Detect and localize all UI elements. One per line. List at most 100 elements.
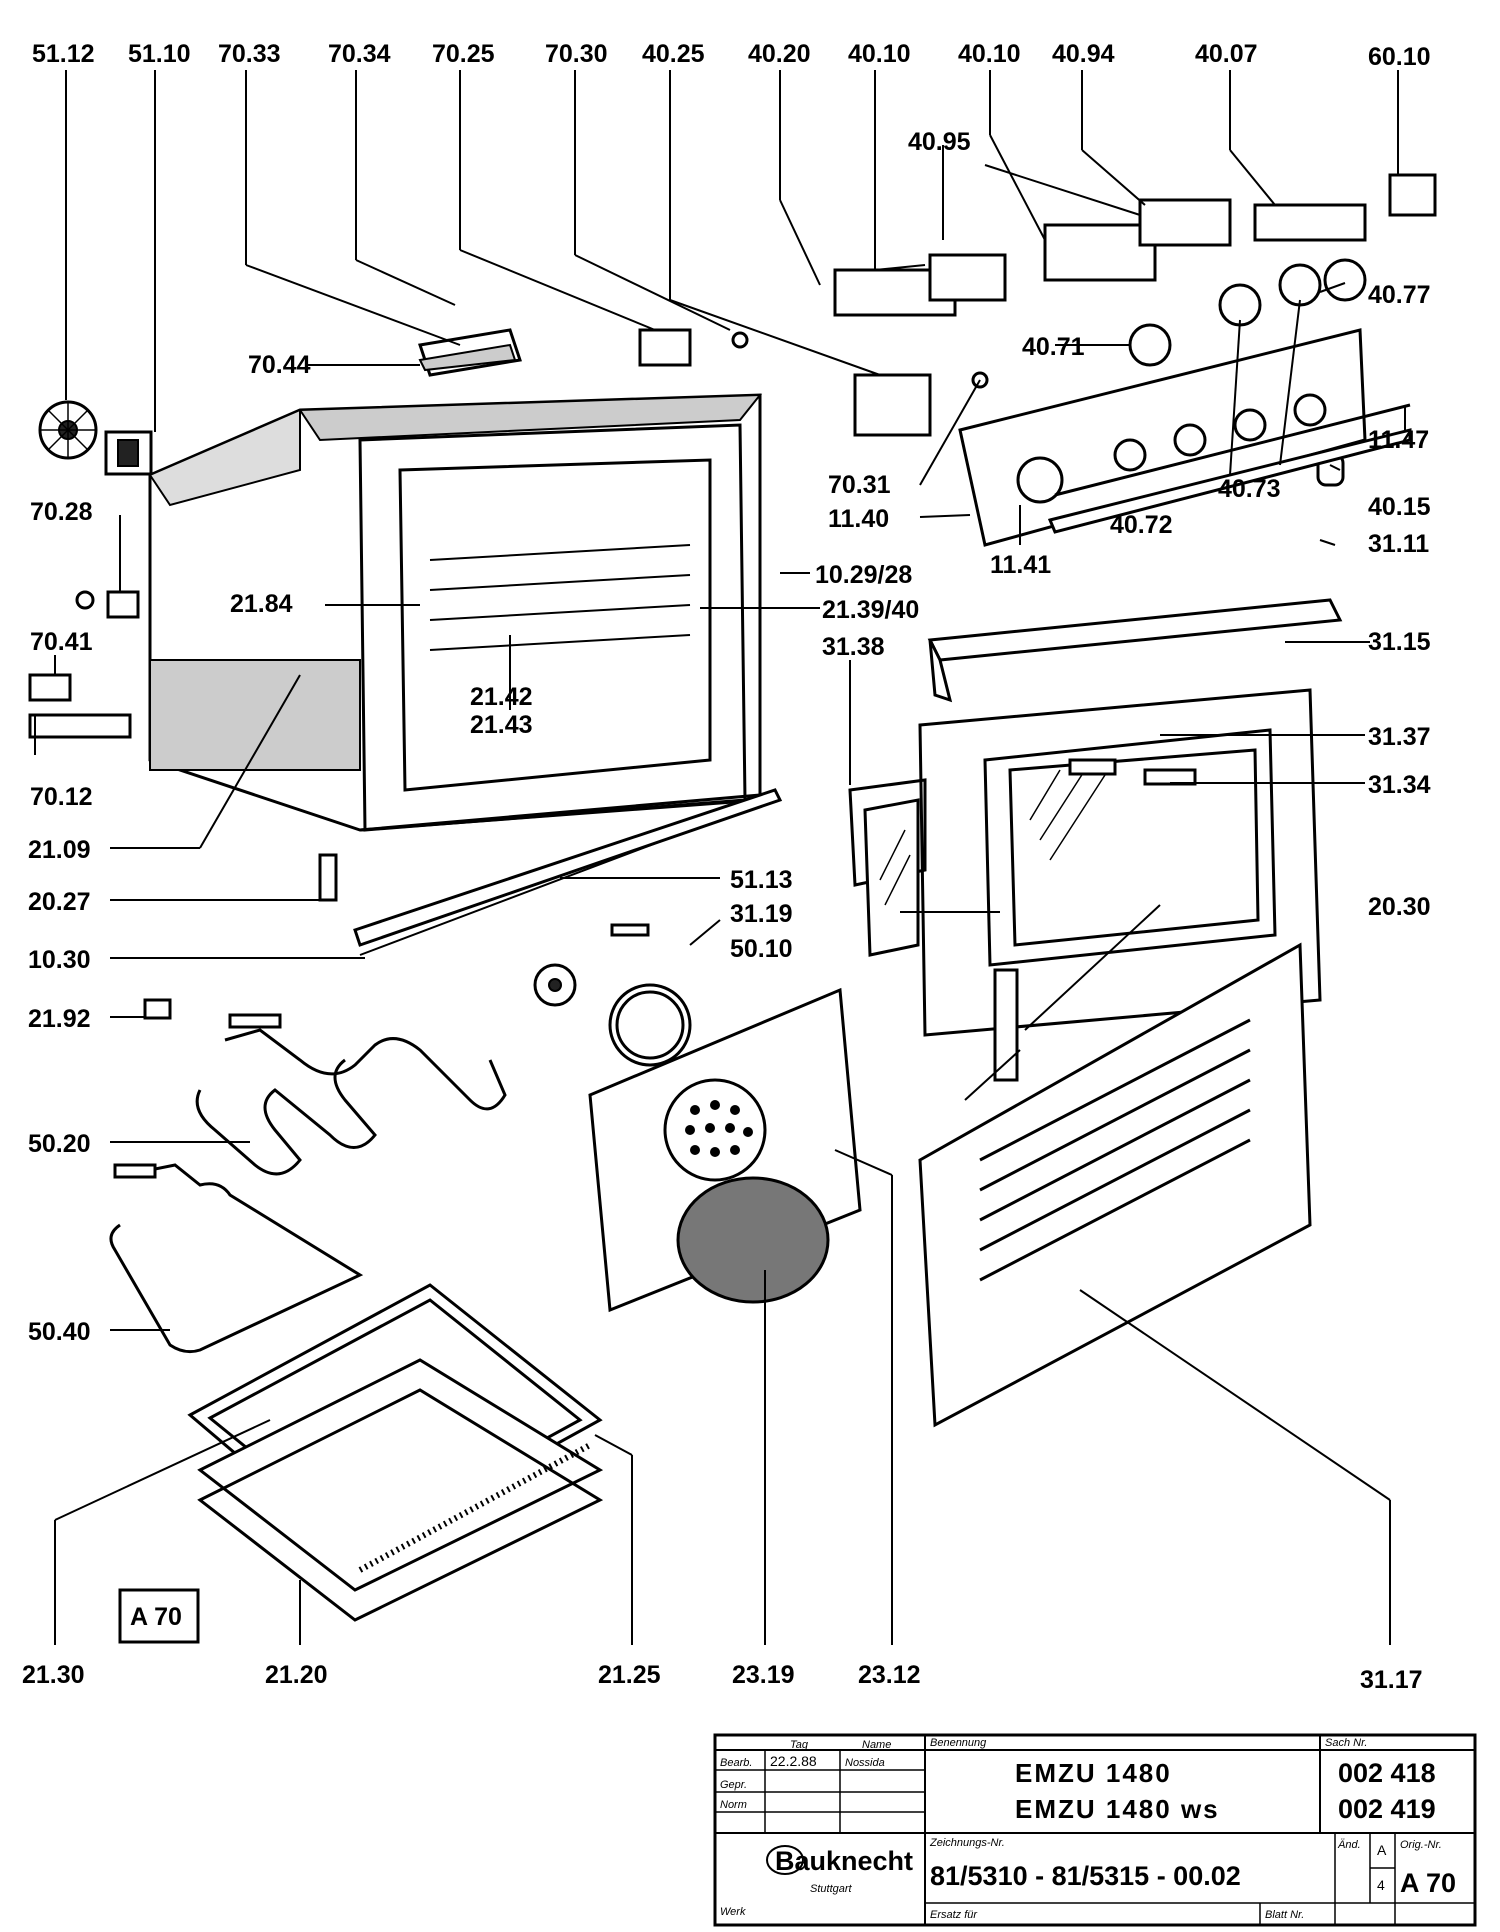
label-40-95: 40.95: [908, 128, 971, 156]
label-70-44: 70.44: [248, 351, 311, 379]
label-11-41: 11.41: [990, 551, 1051, 579]
fan-motor-part: [104, 430, 153, 476]
tb-ersatz-label: Ersatz für: [930, 1909, 978, 1921]
tb-row-gepr: Gepr.: [720, 1779, 747, 1791]
label-21-84: 21.84: [230, 590, 293, 618]
label-51-13: 51.13: [730, 866, 793, 894]
label-51-12: 51.12: [32, 40, 95, 68]
label-31-17: 31.17: [1360, 1666, 1423, 1694]
small-left-parts: [28, 590, 172, 1020]
label-21-09: 21.09: [28, 836, 91, 864]
tb-werk-label: Werk: [720, 1906, 746, 1918]
tb-model-2: EMZU 1480 ws: [1015, 1794, 1220, 1824]
tb-benennung-label: Benennung: [930, 1737, 987, 1749]
label-70-28: 70.28: [30, 498, 93, 526]
label-40-94: 40.94: [1052, 40, 1115, 68]
label-11-47: 11.47: [1368, 426, 1429, 454]
label-50-40: 50.40: [28, 1318, 91, 1346]
tb-zeichnung: 81/5310 - 81/5315 - 00.02: [930, 1861, 1241, 1891]
title-block: Tag Name Bearb. Gepr. Norm 22.2.88 Nossi…: [713, 1733, 1477, 1927]
label-31-34: 31.34: [1368, 771, 1431, 799]
label-10-30: 10.30: [28, 946, 91, 974]
label-40-15: 40.15: [1368, 493, 1431, 521]
label-70-25: 70.25: [432, 40, 495, 68]
label-21-43: 21.43: [470, 711, 533, 739]
label-31-38: 31.38: [822, 633, 885, 661]
label-31-11: 31.11: [1368, 530, 1429, 558]
fan-and-ring-element: [533, 923, 692, 1067]
label-50-20: 50.20: [28, 1130, 91, 1158]
leader-lines: [34, 70, 1406, 1645]
oven-cavity-part: [148, 393, 783, 956]
tb-blatt-label: Blatt Nr.: [1265, 1909, 1304, 1921]
label-40-77: 40.77: [1368, 281, 1431, 309]
tb-row-bearb: Bearb.: [720, 1757, 752, 1769]
label-20-30: 20.30: [1368, 893, 1431, 921]
label-31-19: 31.19: [730, 900, 793, 928]
tb-sach-1: 002 418: [1338, 1758, 1436, 1788]
tb-model-1: EMZU 1480: [1015, 1758, 1172, 1788]
label-70-33: 70.33: [218, 40, 281, 68]
tb-aend-2: 4: [1377, 1877, 1385, 1893]
tb-orig-label: Orig.-Nr.: [1400, 1839, 1442, 1851]
label-70-34: 70.34: [328, 40, 391, 68]
part-labels: 51.12 51.10 70.33 70.34 70.25 70.30 40.2…: [22, 40, 1431, 1694]
door-top-strip: [927, 598, 1343, 703]
label-23-19: 23.19: [732, 1661, 795, 1689]
label-51-10: 51.10: [128, 40, 191, 68]
label-21-42: 21.42: [470, 683, 533, 711]
label-40-73: 40.73: [1218, 475, 1281, 503]
tb-col-tag: Tag: [790, 1739, 809, 1751]
switch-blocks: [833, 173, 1437, 317]
tb-name: Nossida: [845, 1757, 885, 1769]
top-components: [418, 328, 989, 437]
label-21-20: 21.20: [265, 1661, 328, 1689]
tb-sach-2: 002 419: [1338, 1794, 1436, 1824]
label-70-30: 70.30: [545, 40, 608, 68]
label-40-07: 40.07: [1195, 40, 1258, 68]
label-60-10: 60.10: [1368, 43, 1431, 71]
label-20-27: 20.27: [28, 888, 91, 916]
tb-sach-label: Sach Nr.: [1325, 1737, 1367, 1749]
tb-company: Bauknecht: [775, 1846, 913, 1876]
tb-aend-label: Änd.: [1337, 1839, 1361, 1851]
label-21-25: 21.25: [598, 1661, 661, 1689]
fan-blade-part: [38, 400, 98, 460]
door-hinge-part: [964, 968, 1021, 1101]
label-40-71: 40.71: [1022, 333, 1085, 361]
label-21-30: 21.30: [22, 1661, 85, 1689]
label-31-15: 31.15: [1368, 628, 1431, 656]
label-40-10-b: 40.10: [958, 40, 1021, 68]
bottom-heating-element: [109, 1163, 364, 1354]
top-heating-element: [195, 1013, 507, 1176]
oven-door-frame: [918, 688, 1322, 1037]
door-glass-panes: [848, 778, 927, 957]
sheet-id-box: A 70: [118, 1588, 200, 1644]
label-70-12: 70.12: [30, 783, 93, 811]
tb-orig: A 70: [1400, 1868, 1456, 1898]
label-40-25: 40.25: [642, 40, 705, 68]
tb-col-name: Name: [862, 1739, 891, 1751]
label-40-72: 40.72: [1110, 511, 1173, 539]
label-50-10: 50.10: [730, 935, 793, 963]
tb-zeichnung-label: Zeichnungs-Nr.: [929, 1837, 1005, 1849]
baking-trays: [187, 1283, 604, 1622]
tb-row-norm: Norm: [720, 1799, 747, 1811]
label-23-12: 23.12: [858, 1661, 921, 1689]
label-21-92: 21.92: [28, 1005, 91, 1033]
outer-door-panel: [918, 942, 1312, 1428]
tb-aend-1: A: [1377, 1842, 1387, 1858]
tb-city: Stuttgart: [810, 1883, 853, 1895]
back-panel-part: [588, 987, 862, 1313]
label-11-40: 11.40: [828, 505, 889, 533]
control-panel-part: [958, 328, 1412, 547]
label-70-31: 70.31: [828, 471, 891, 499]
label-21-39-40: 21.39/40: [822, 596, 919, 624]
sheet-id-text: A 70: [130, 1603, 182, 1631]
label-40-10-a: 40.10: [848, 40, 911, 68]
label-10-29-28: 10.29/28: [815, 561, 912, 589]
label-40-20: 40.20: [748, 40, 811, 68]
label-31-37: 31.37: [1368, 723, 1431, 751]
label-70-41: 70.41: [30, 628, 93, 656]
